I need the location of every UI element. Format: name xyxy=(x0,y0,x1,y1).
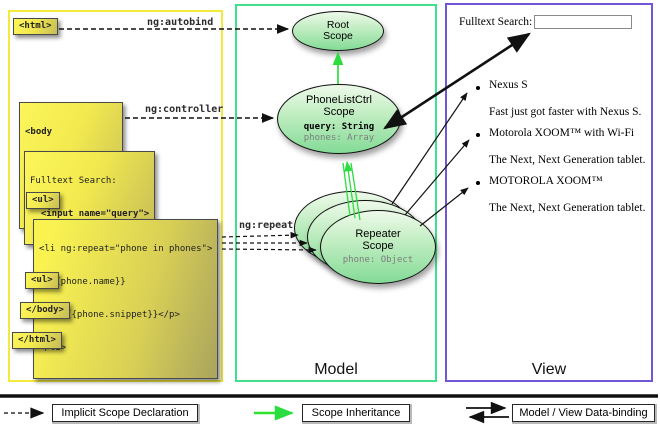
repeater-scope-ellipse-front: Repeater Scope phone: Object xyxy=(320,210,436,284)
phonelistctrl-scope-ellipse: PhoneListCtrl Scope query: String phones… xyxy=(277,84,401,154)
phonelist-scope-prop-query: query: String xyxy=(303,122,375,132)
view-item-bullet xyxy=(476,133,480,137)
view-item-bullet xyxy=(476,181,480,185)
code-li-line3: <p>{{phone.snippet}}</p> xyxy=(39,310,180,320)
legend-implicit-scope-declaration: Implicit Scope Declaration xyxy=(52,404,198,422)
template-column-frame xyxy=(8,10,223,382)
repeater-scope-prop-phone: phone: Object xyxy=(342,255,414,265)
legend-scope-inheritance: Scope Inheritance xyxy=(302,404,410,422)
edge-label-ng-controller: ng:controller xyxy=(145,104,224,115)
code-html-close: </html> xyxy=(12,332,62,349)
legend-model-view-data-binding: Model / View Data-binding xyxy=(512,404,655,422)
root-scope-title-line2: Scope xyxy=(323,30,353,42)
code-li-line1: <li ng:repeat="phone in phones"> xyxy=(39,244,213,254)
model-column-label: Model xyxy=(314,361,358,378)
view-search-input xyxy=(534,15,632,29)
view-search-label: Fulltext Search: xyxy=(459,16,533,28)
code-ul-open: <ul> xyxy=(26,192,60,209)
edge-label-ng-autobind: ng:autobind xyxy=(147,17,214,28)
view-item-title: Nexus S xyxy=(489,79,528,91)
view-item-bullet xyxy=(476,86,480,90)
code-fulltext-label: Fulltext Search: xyxy=(30,176,117,186)
edge-label-ng-repeat: ng:repeat xyxy=(239,220,294,231)
code-li-line4: </li> xyxy=(39,343,212,354)
view-column-frame xyxy=(445,3,653,382)
code-li-line2: {{phone.name}} xyxy=(39,277,126,287)
view-column-label: View xyxy=(531,361,567,378)
code-body-close: </body> xyxy=(20,302,70,319)
phonelist-scope-title-line1: PhoneListCtrl xyxy=(305,94,373,106)
root-scope-title-line1: Root xyxy=(326,18,350,31)
repeater-scope-title-line1: Repeater xyxy=(355,228,401,240)
code-html-open: <html> xyxy=(13,18,58,35)
code-li-repeat: <li ng:repeat="phone in phones"> {{phone… xyxy=(33,219,219,379)
root-scope-ellipse: Root Scope xyxy=(292,11,384,51)
phonelist-scope-title-line2: Scope xyxy=(323,106,355,118)
view-item-snippet: The Next, Next Generation tablet. xyxy=(489,154,646,166)
view-item-title: Motorola XOOM™ with Wi-Fi xyxy=(489,127,635,139)
phonelist-scope-prop-phones: phones: Array xyxy=(303,133,375,143)
code-body-open-line1: <body xyxy=(25,127,53,137)
repeater-scope-title-line2: Scope xyxy=(362,240,394,252)
view-item-title: MOTOROLA XOOM™ xyxy=(489,175,603,187)
code-fulltext-input: <input name="query"> xyxy=(30,209,150,219)
view-item-snippet: Fast just got faster with Nexus S. xyxy=(489,106,642,118)
view-item-snippet: The Next, Next Generation tablet. xyxy=(489,202,646,214)
code-ul-close: <ul> xyxy=(25,272,59,289)
